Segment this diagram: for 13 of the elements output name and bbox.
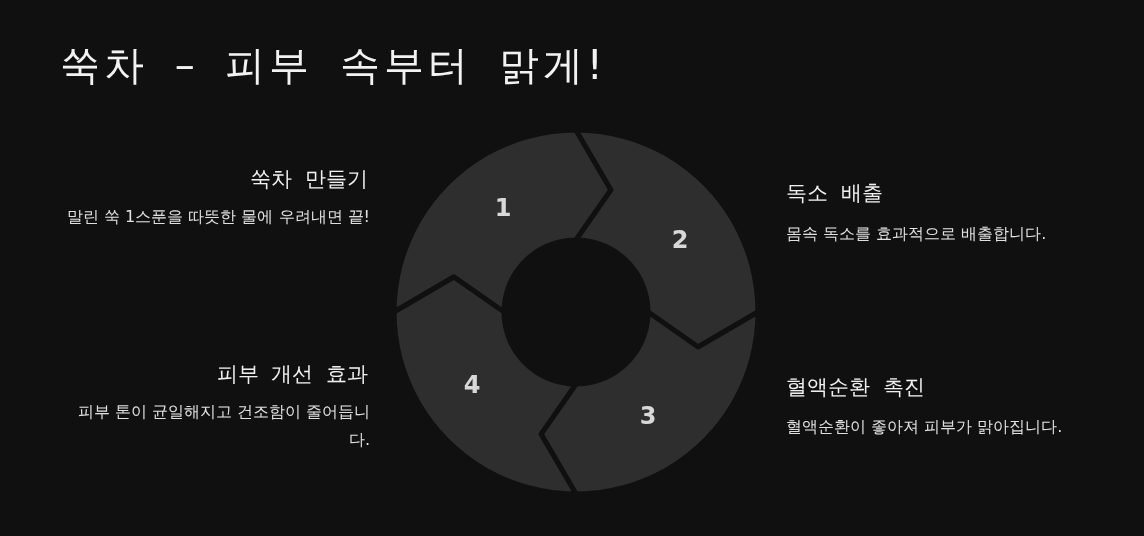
step-number: 2 (671, 226, 689, 254)
step-heading: 혈액순환 촉진 (786, 374, 926, 401)
step-number: 1 (494, 194, 512, 222)
step-heading: 쑥차 만들기 (249, 166, 368, 193)
step-number: 4 (463, 371, 481, 399)
title: 쑥차 – 피부 속부터 맑게! (60, 41, 607, 90)
step-description: 피부 톤이 균일해지고 건조함이 줄어듭니다. (76, 401, 370, 451)
step-heading: 독소 배출 (786, 180, 884, 207)
step-number: 3 (639, 402, 657, 430)
step-description: 몸속 독소를 효과적으로 배출합니다. (786, 223, 1048, 245)
step-description: 말린 쑥 1스푼을 따뜻한 물에 우려내면 끝! (65, 206, 370, 228)
step-description: 혈액순환이 좋아져 피부가 맑아집니다. (786, 416, 1064, 438)
step-heading: 피부 개선 효과 (215, 361, 368, 388)
